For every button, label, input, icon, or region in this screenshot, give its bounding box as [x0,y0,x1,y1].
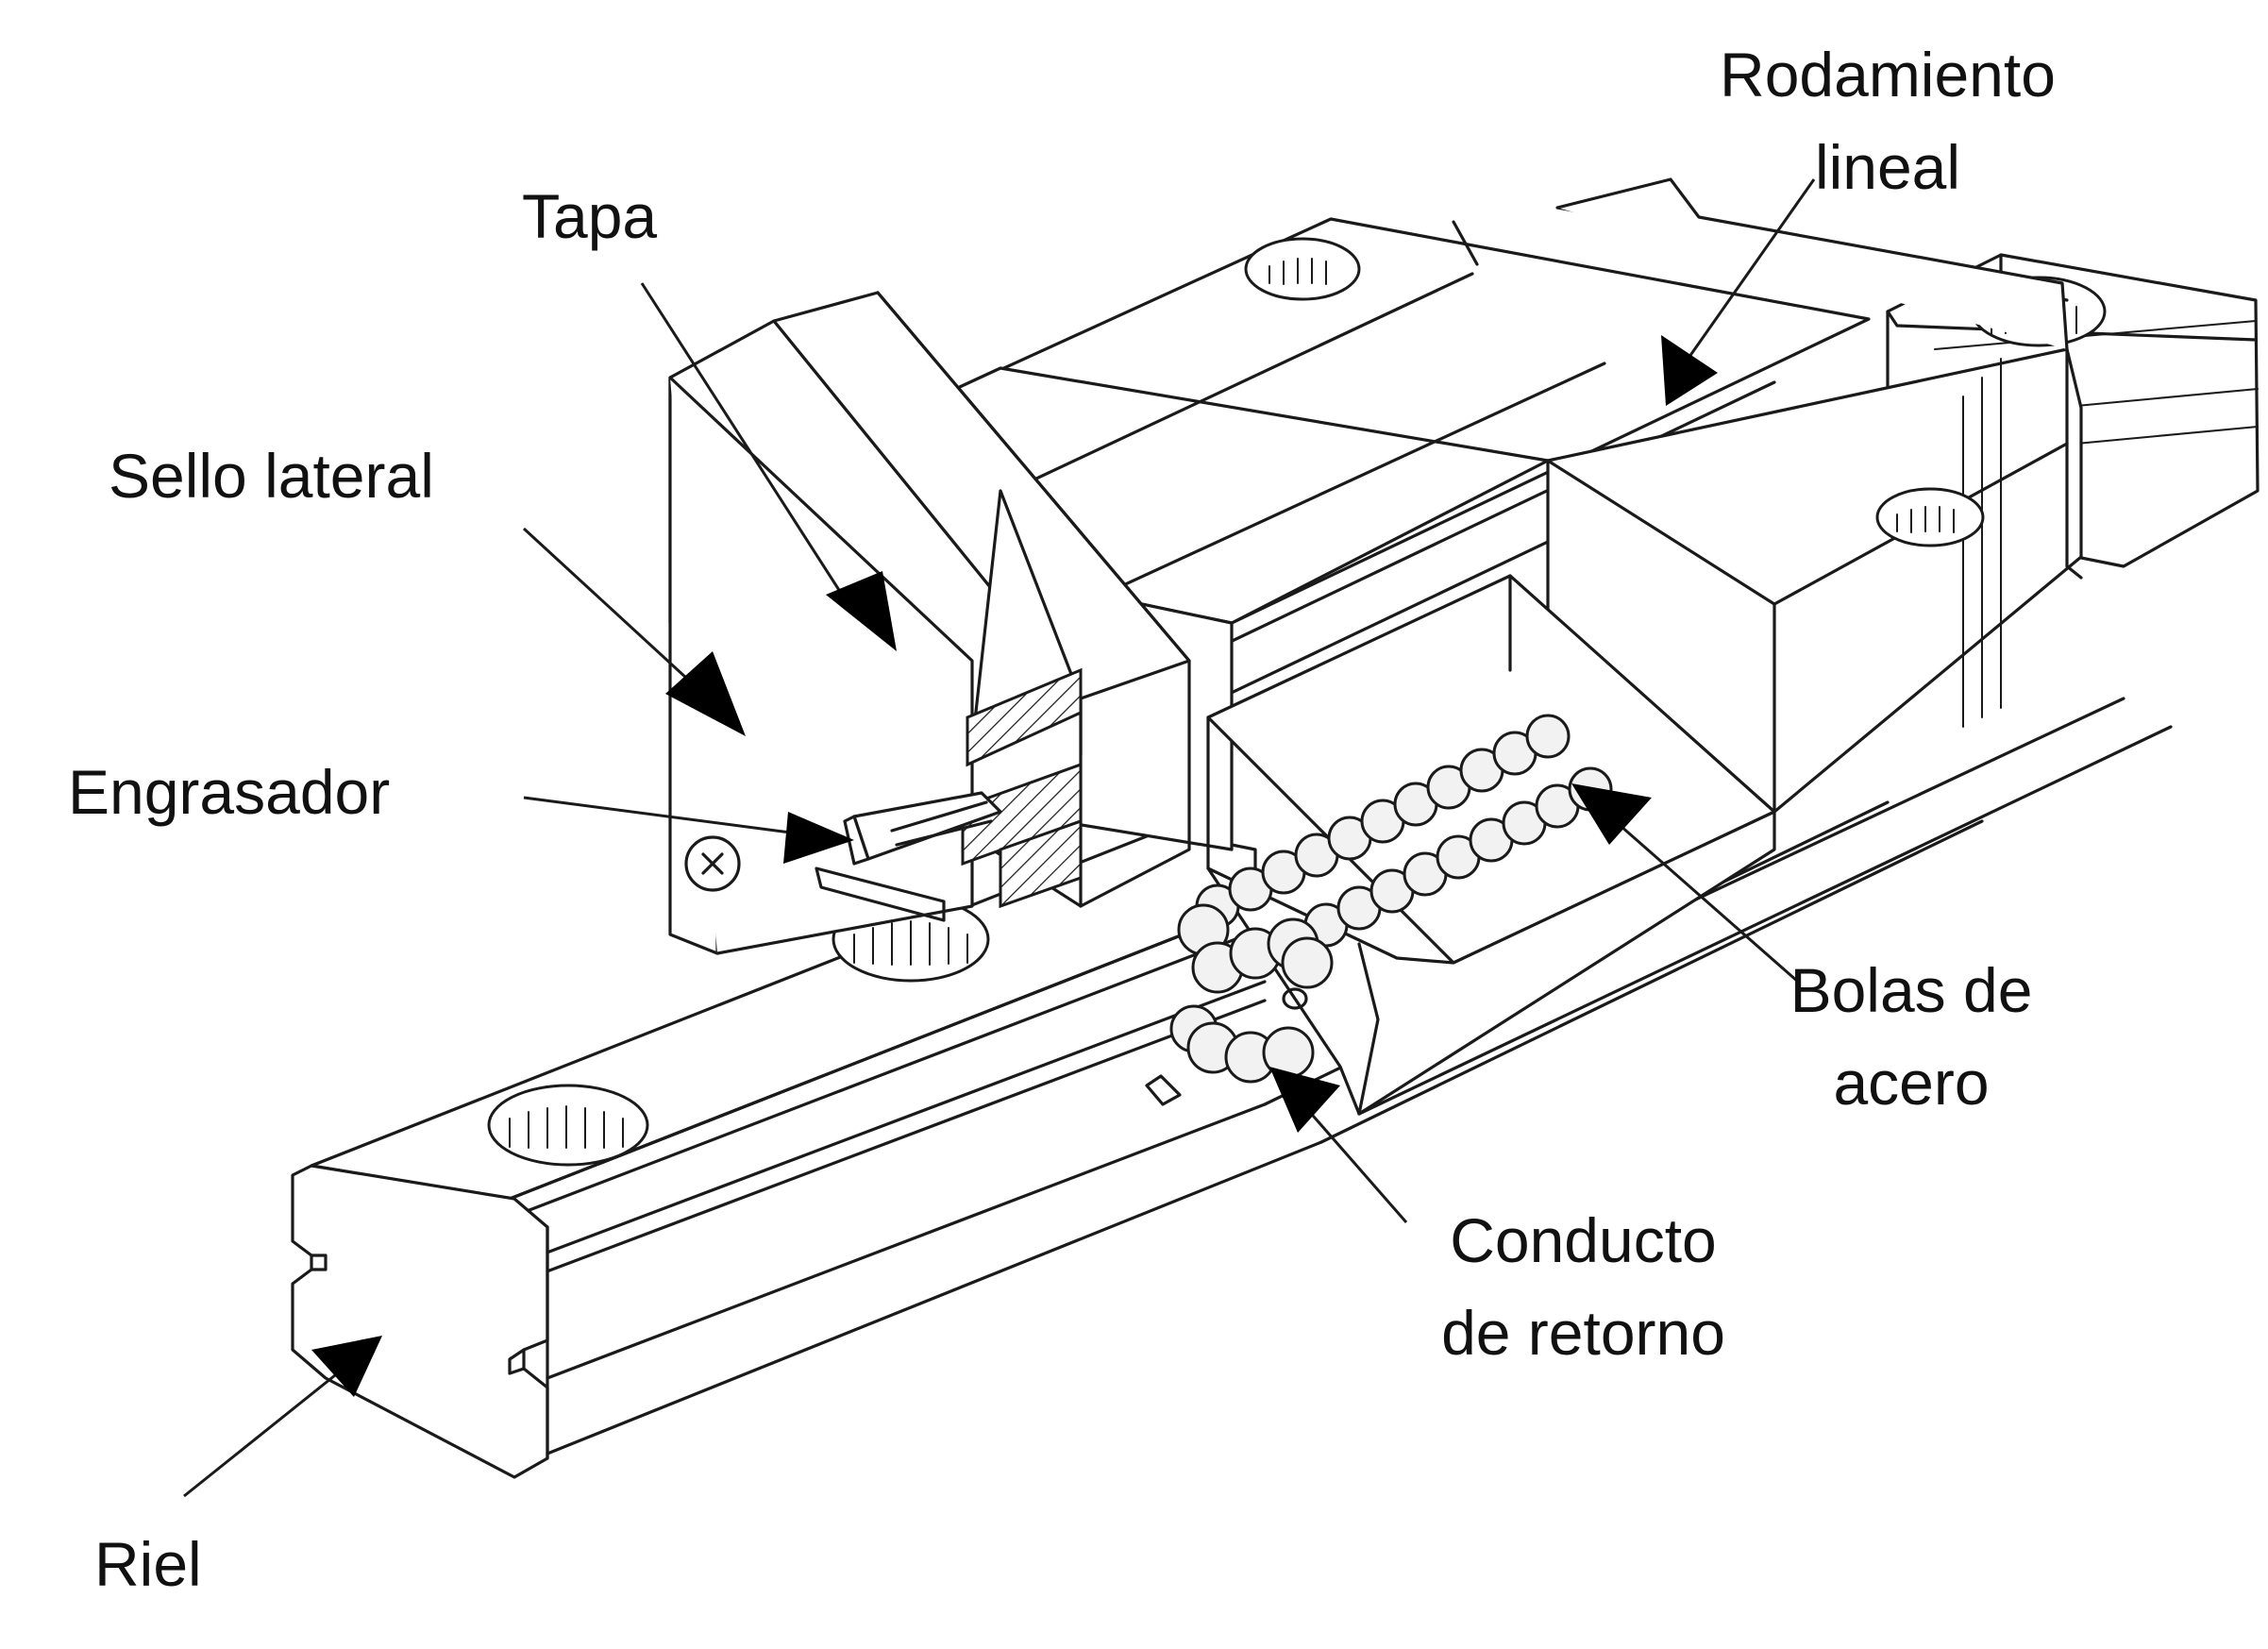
annotation-leaders [183,178,1816,1498]
label-steel-balls: Bolas de acero [1756,944,2067,1129]
cutaway-section [1145,574,1776,1116]
label-rail: Riel [94,1529,202,1599]
label-linear-bearing: Rodamiento lineal [1685,28,2091,213]
steel-balls [1169,714,1613,1084]
block-hole-back-left [1244,237,1361,301]
label-return-duct-line2: de retorno [1441,1298,1725,1368]
label-steel-balls-line1: Bolas de [1789,955,2033,1025]
label-grease-nipple: Engrasador [68,757,391,827]
label-linear-bearing-line2: lineal [1814,132,1961,202]
label-return-duct: Conducto de retorno [1397,1194,1770,1379]
label-return-duct-line1: Conducto [1450,1205,1717,1275]
label-steel-balls-line2: acero [1833,1048,1990,1118]
label-side-seal: Sello lateral [109,441,434,511]
end-cap-assembly [668,291,1191,955]
label-linear-bearing-line1: Rodamiento [1720,40,2056,109]
block-hole-front-right [1875,487,1985,547]
label-end-cap: Tapa [522,181,658,251]
